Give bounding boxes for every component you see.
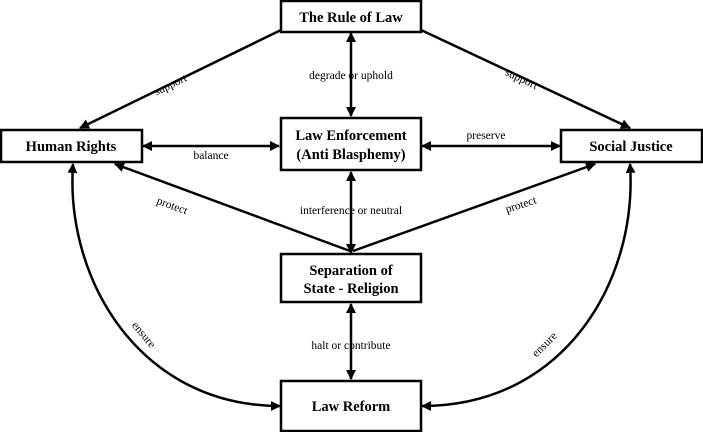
node-law-enforcement-label-line2: (Anti Blasphemy) (296, 147, 405, 163)
edge-label-support-left: support (153, 72, 190, 98)
node-separation-label-line1: Separation of (309, 263, 393, 279)
edge-human-rights-law-reform (67, 163, 281, 411)
node-law-reform: Law Reform (279, 379, 423, 432)
node-law-enforcement-label-line1: Law Enforcement (295, 128, 406, 144)
edge-label-support-right: support (503, 67, 540, 93)
edge-rule-to-human-rights (79, 28, 282, 130)
edge-label-degrade-uphold: degrade or uphold (309, 70, 393, 82)
edge-label-ensure-right: ensure (530, 330, 560, 360)
node-human-rights: Human Rights (0, 128, 144, 164)
node-social-justice: Social Justice (559, 128, 703, 164)
edge-label-interference-neutral: interference or neutral (300, 205, 402, 217)
node-rule-of-law: The Rule of Law (279, 0, 423, 34)
edge-label-protect-right: protect (504, 194, 539, 216)
node-human-rights-label: Human Rights (26, 139, 117, 155)
edge-label-preserve: preserve (467, 130, 506, 142)
node-law-enforcement: Law Enforcement (Anti Blasphemy) (279, 116, 423, 172)
node-separation-state-religion: Separation of State - Religion (279, 252, 423, 304)
edge-rule-to-social-justice (420, 28, 631, 130)
node-law-reform-label: Law Reform (312, 399, 391, 415)
edge-label-ensure-left: ensure (129, 320, 157, 351)
edge-social-justice-law-reform (421, 163, 636, 411)
node-social-justice-label: Social Justice (589, 139, 673, 155)
edge-label-protect-left: protect (155, 195, 190, 217)
node-separation-label-line2: State - Religion (303, 281, 398, 297)
edge-label-balance: balance (193, 150, 228, 162)
node-rule-of-law-label: The Rule of Law (299, 10, 403, 26)
edge-label-halt-contribute: halt or contribute (311, 340, 390, 352)
